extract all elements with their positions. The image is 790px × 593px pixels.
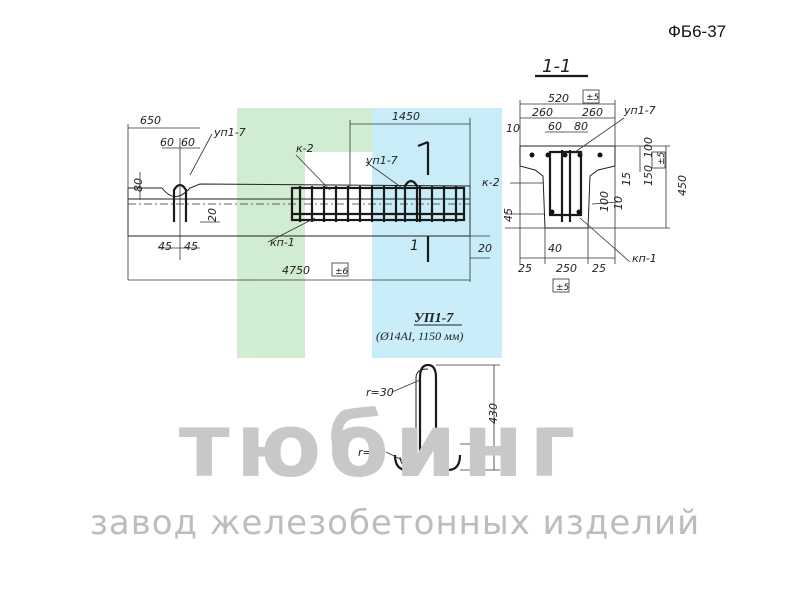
label-k2-section: к-2	[482, 176, 500, 189]
beam-elevation	[127, 118, 490, 282]
tolerance-box-5-top: ±5	[586, 93, 600, 103]
watermark-title: тюбинг	[178, 394, 582, 497]
section-cut-top	[417, 140, 430, 175]
dim-650: 650	[140, 114, 161, 127]
watermark-logo	[237, 108, 502, 358]
dim-10-b: 10	[612, 196, 625, 210]
label-radius-bottom: r=30	[358, 446, 386, 459]
dim-20: 20	[206, 208, 219, 222]
dim-100-b: 100	[598, 191, 611, 212]
dim-430: 430	[487, 403, 500, 424]
dim-260-b: 260	[582, 106, 603, 119]
dim-60: 60	[548, 120, 562, 133]
label-up17-section: уп1-7	[623, 104, 656, 117]
watermark-subtitle: завод железобетонных изделий	[89, 503, 701, 543]
tolerance-box-6: ±6	[335, 267, 349, 277]
dim-100-a: 100	[642, 137, 655, 158]
drawing-code: ФБ6-37	[668, 22, 727, 41]
section-loop	[560, 150, 572, 222]
stirrups	[298, 186, 458, 222]
dim-15: 15	[620, 172, 633, 186]
tolerance-boxes	[331, 89, 666, 293]
watermark-blue-block	[372, 108, 502, 358]
dim-250: 250	[556, 262, 577, 275]
dim-450: 450	[676, 175, 689, 196]
dim-60-a: 60	[160, 136, 174, 149]
tolerance-box-5-side: ±5	[657, 151, 667, 165]
dim-25-b: 25	[592, 262, 606, 275]
cross-section	[505, 74, 670, 264]
loop-bar	[393, 363, 462, 472]
detail-title: УП1-7	[414, 311, 454, 326]
reinforcement-cage	[290, 186, 466, 222]
label-kp1-left: кп-1	[270, 236, 295, 249]
detail-spec: (Ø14AI, 1150 мм)	[376, 329, 463, 343]
dim-40: 40	[548, 242, 562, 255]
label-up17-left: уп1-7	[213, 126, 246, 139]
label-kp1-section: кп-1	[632, 252, 657, 265]
dim-80: 80	[132, 178, 145, 192]
dim-45-a: 45	[158, 240, 172, 253]
section-cut-label: 1	[410, 238, 419, 254]
watermark-white-notch	[318, 215, 372, 315]
dim-150: 150	[642, 165, 655, 186]
lifting-loop-right	[403, 179, 419, 222]
dim-80-section: 80	[574, 120, 588, 133]
detail-up17	[385, 324, 500, 472]
dim-25-a: 25	[518, 262, 532, 275]
dim-20-b: 20	[478, 242, 492, 255]
section-label: 1-1	[542, 56, 571, 77]
dim-10-a: 10	[506, 122, 520, 135]
label-up17-mid: уп1-7	[365, 154, 398, 167]
dim-45-section: 45	[502, 208, 515, 222]
dim-30: 30	[468, 450, 481, 464]
dim-4750: 4750	[282, 264, 310, 277]
dim-520: 520	[548, 92, 569, 105]
dim-260-a: 260	[532, 106, 553, 119]
label-k2: к-2	[296, 142, 314, 155]
dim-45-b: 45	[184, 240, 198, 253]
label-radius-top: r=30	[366, 386, 394, 399]
tolerance-box-5-bottom: ±5	[556, 283, 570, 293]
dim-60-b: 60	[181, 136, 195, 149]
dim-1450: 1450	[392, 110, 420, 123]
